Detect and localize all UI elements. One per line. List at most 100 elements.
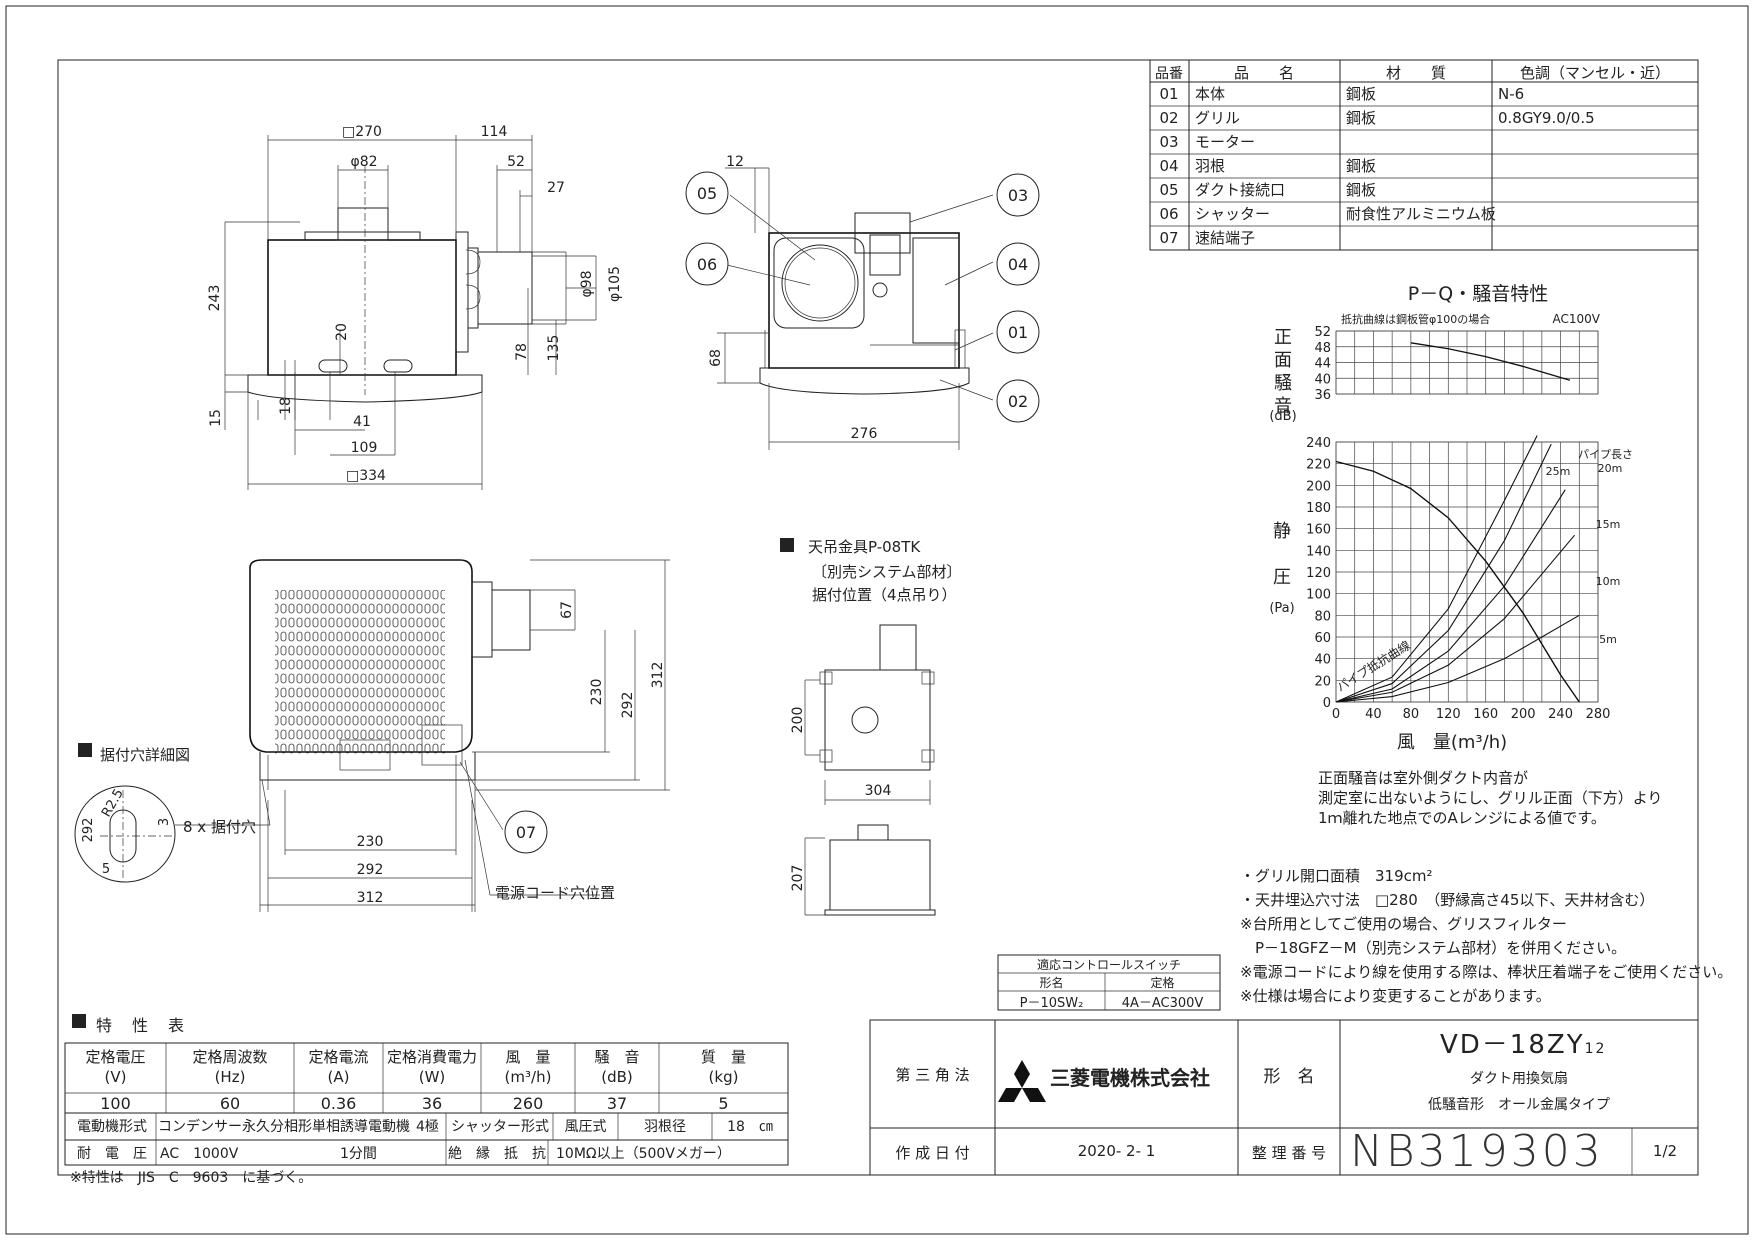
- noise-tick-52: 52: [1314, 325, 1331, 340]
- pressure-tick-220: 220: [1306, 458, 1331, 473]
- pressure-tick-40: 40: [1314, 653, 1331, 668]
- callout-circle-02: [996, 379, 1040, 423]
- parts-name-01: 本体: [1195, 85, 1225, 103]
- front-dim-14: 109: [351, 440, 378, 456]
- side-view-drawing: [717, 167, 994, 450]
- spec-unit-5: (dB): [601, 1068, 633, 1086]
- resistance-label-20m: 20m: [1598, 462, 1623, 475]
- front-dim-1: 114: [481, 124, 508, 140]
- bottom-dim-6: 312: [357, 890, 384, 906]
- noise-tick-48: 48: [1314, 341, 1331, 356]
- front-dim-10: 135: [546, 335, 562, 362]
- parts-header-name: 品 名: [1234, 64, 1294, 82]
- blade-dia: 18 ㎝: [727, 1119, 773, 1135]
- spec-unit-6: (kg): [708, 1068, 739, 1086]
- front-dim-5: 243: [207, 285, 223, 312]
- hanger-dim-1: 304: [865, 783, 892, 799]
- control-switch-model: P－10SW₂: [1019, 996, 1084, 1011]
- detail-dim-0: 292: [81, 818, 96, 843]
- front-dim-15: □334: [346, 468, 386, 484]
- parts-material-02: 鋼板: [1346, 109, 1376, 127]
- parts-header-no: 品番: [1155, 66, 1183, 82]
- bottom-dim-2: 292: [620, 692, 636, 719]
- parts-no-06: 06: [1159, 205, 1178, 223]
- noise-axis-label-3: 音: [1274, 396, 1292, 417]
- mount-detail-marker: [78, 743, 92, 757]
- pressure-tick-100: 100: [1306, 588, 1331, 603]
- noise-axis-unit: (dB): [1269, 409, 1296, 424]
- company-name: 三菱電機株式会社: [1050, 1066, 1210, 1090]
- pressure-tick-140: 140: [1306, 544, 1331, 559]
- hanger-dim-2: 207: [790, 865, 806, 892]
- pressure-axis-unit: (Pa): [1269, 601, 1294, 616]
- projection-method: 第 三 角 法: [895, 1066, 970, 1084]
- spec-value-2: 0.36: [320, 1094, 357, 1113]
- bottom-dim-4: 230: [357, 834, 384, 850]
- motor-poles: 4極: [416, 1119, 439, 1135]
- callout-circle-07: [504, 810, 548, 854]
- resistance-curve-15m: [1335, 489, 1566, 703]
- spec-unit-4: (m³/h): [504, 1068, 552, 1086]
- pressure-tick-180: 180: [1306, 501, 1331, 516]
- created-date-label: 作 成 日 付: [895, 1144, 970, 1162]
- chart-title: P－Q・騒音特性: [1408, 283, 1548, 305]
- spec-table-frame: [64, 1014, 789, 1166]
- insulation-resistance: 10MΩ以上（500Vメガー）: [556, 1146, 731, 1162]
- front-view-drawing: [224, 135, 597, 490]
- parts-name-07: 速結端子: [1195, 229, 1255, 247]
- pressure-tick-200: 200: [1306, 479, 1331, 494]
- front-dim-3: 52: [507, 154, 525, 170]
- pressure-tick-80: 80: [1314, 609, 1331, 624]
- spec-value-6: 5: [718, 1094, 729, 1113]
- spec-unit-0: (V): [104, 1068, 127, 1086]
- spec-note-line-5: ※仕様は場合により変更することがあります。: [1240, 987, 1551, 1005]
- spec-value-3: 36: [421, 1094, 443, 1113]
- bottom-dim-5: 292: [357, 862, 384, 878]
- noise-note-line-2: 1ｍ離れた地点でのAレンジによる値です。: [1318, 809, 1606, 827]
- bottom-dim-3: 312: [650, 662, 666, 689]
- noise-axis-label-0: 正: [1274, 327, 1292, 348]
- parts-no-02: 02: [1159, 109, 1178, 127]
- blade-dia-label: 羽根径: [644, 1119, 686, 1135]
- model-subdescription: 低騒音形 オール金属タイプ: [1428, 1097, 1610, 1113]
- x-tick-80: 80: [1403, 707, 1420, 722]
- detail-dim-2: 3: [157, 818, 172, 826]
- spec-header-6: 質 量: [700, 1048, 746, 1066]
- control-switch-header-model: 形名: [1039, 976, 1064, 990]
- parts-header-material: 材 質: [1386, 64, 1446, 82]
- model-description: ダクト用換気扇: [1470, 1071, 1568, 1087]
- chart-note-top: 抵抗曲線は鋼板管φ100の場合: [1341, 312, 1490, 326]
- callout-label-02: 02: [1008, 392, 1028, 411]
- callout-label-05: 05: [697, 184, 717, 203]
- front-dim-2: φ82: [350, 154, 377, 170]
- front-dim-7: φ105: [607, 266, 623, 302]
- parts-name-04: 羽根: [1195, 157, 1225, 175]
- bottom-view-drawing: [74, 559, 670, 912]
- detail-dim-3: 5: [102, 862, 110, 877]
- noise-tick-36: 36: [1314, 388, 1331, 403]
- x-tick-240: 240: [1548, 707, 1573, 722]
- front-dim-6: φ98: [579, 270, 595, 297]
- resistance-label-15m: 15m: [1596, 518, 1621, 531]
- spec-footnote: ※特性は JIS C 9603 に基づく。: [70, 1170, 313, 1186]
- reference-number-label: 整 理 番 号: [1251, 1144, 1327, 1162]
- callout-circle-06: [685, 242, 729, 286]
- front-dim-4: 27: [547, 180, 565, 196]
- model-number: VD－18ZY12: [1440, 1030, 1607, 1060]
- created-date: 2020- 2- 1: [1077, 1142, 1156, 1160]
- callout-label-06: 06: [697, 255, 717, 274]
- front-dim-13: 41: [353, 414, 371, 430]
- parts-name-03: モーター: [1195, 133, 1255, 151]
- parts-no-04: 04: [1159, 157, 1178, 175]
- callout-label-01: 01: [1008, 323, 1028, 342]
- control-switch-header-rating: 定格: [1150, 976, 1175, 990]
- parts-no-05: 05: [1159, 181, 1178, 199]
- hanger-title: 天吊金具P-08TK: [808, 538, 921, 556]
- parts-no-07: 07: [1159, 229, 1178, 247]
- hanger-drawing: [780, 538, 936, 916]
- page-number: 1/2: [1652, 1142, 1678, 1160]
- pressure-tick-0: 0: [1323, 696, 1331, 711]
- spec-value-1: 60: [219, 1094, 241, 1113]
